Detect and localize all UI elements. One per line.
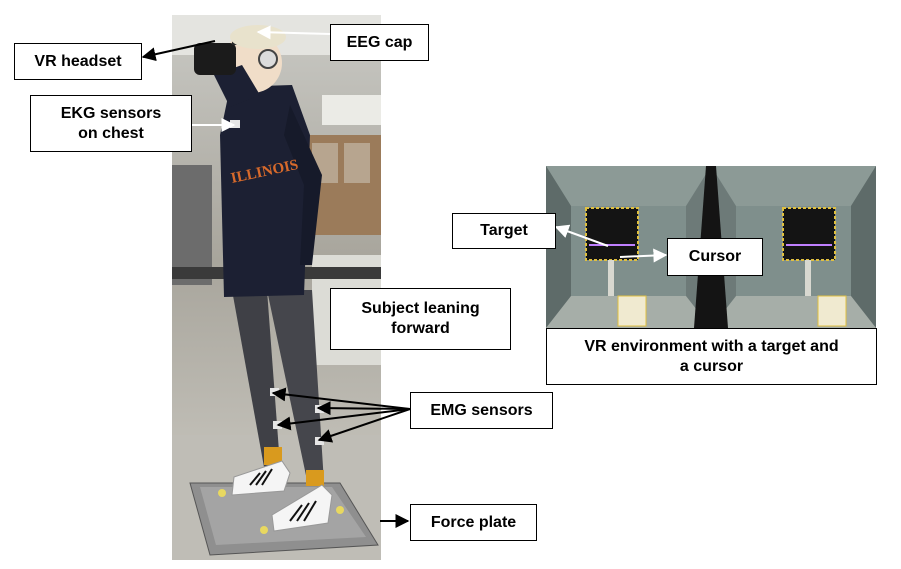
vr-target-stand — [805, 260, 811, 296]
vr-headset-device — [194, 43, 236, 75]
sneaker-stripe — [261, 468, 273, 486]
vr-ceiling-right — [711, 166, 876, 206]
sneaker-right — [271, 484, 333, 532]
emg-sensor-patch — [273, 421, 282, 429]
label-target-text: Target — [480, 222, 528, 239]
emg-sensor-patch — [270, 388, 279, 396]
label-emg-sensors: EMG sensors — [410, 392, 553, 429]
vr-wall-right — [851, 166, 876, 328]
sneaker-stripe — [289, 504, 303, 522]
emg-sensor-patch — [315, 405, 324, 413]
lab-equipment — [172, 165, 212, 285]
ekg-sensor-patch — [230, 120, 240, 128]
leg-left — [232, 290, 280, 467]
emg-sensor-patch — [315, 437, 324, 445]
force-plate-marker — [336, 506, 344, 514]
sneaker-stripe — [249, 472, 261, 486]
label-vr-headset: VR headset — [14, 43, 142, 80]
vr-target-left — [585, 207, 639, 261]
force-plate-marker — [260, 526, 268, 534]
vr-pedestal-left — [617, 295, 647, 327]
label-cursor: Cursor — [667, 238, 763, 276]
hood — [214, 65, 260, 107]
label-force-plate-text: Force plate — [430, 513, 517, 531]
label-eeg-cap-text: EEG cap — [346, 33, 413, 51]
vr-ceiling-left — [546, 166, 711, 206]
vr-environment-caption: VR environment with a target and a curso… — [546, 328, 877, 385]
sneaker-stripe — [296, 502, 310, 522]
label-vr-headset-text: VR headset — [34, 52, 122, 70]
label-subject-leaning: Subject leaning forward — [330, 288, 511, 350]
cabinet-door-glass — [344, 143, 370, 183]
vr-target-stand — [608, 260, 614, 296]
hoodie-sleeve — [284, 105, 322, 265]
label-emg-sensors-text: EMG sensors — [430, 401, 533, 419]
sneaker-stripe — [303, 500, 317, 522]
vr-target-right — [782, 207, 836, 261]
label-eeg-cap: EEG cap — [330, 24, 429, 61]
hoodie — [220, 85, 310, 297]
sock-right — [306, 470, 324, 486]
label-cursor-text: Cursor — [688, 248, 742, 265]
ceiling-light — [322, 95, 381, 125]
eeg-cap-device — [230, 25, 286, 49]
headphone — [258, 49, 278, 69]
vr-environment-caption-text: VR environment with a target and a curso… — [584, 337, 839, 375]
vr-floor-right — [711, 296, 876, 328]
vr-wall-left — [546, 166, 571, 328]
vr-pedestal-right — [817, 295, 847, 327]
label-ekg-sensors: EKG sensors on chest — [30, 95, 192, 152]
force-plate-marker — [218, 489, 226, 497]
label-subject-leaning-text: Subject leaning forward — [361, 300, 480, 337]
label-target: Target — [452, 213, 556, 249]
sneaker-stripe — [255, 470, 267, 486]
sock-left — [264, 447, 282, 465]
leg-right — [267, 290, 324, 485]
label-force-plate: Force plate — [410, 504, 537, 541]
label-ekg-sensors-text: EKG sensors on chest — [60, 104, 162, 142]
